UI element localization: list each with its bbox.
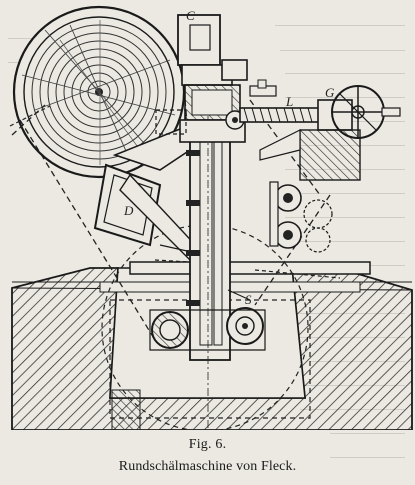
- gear-rollers: [269, 181, 333, 253]
- drawing-labels: C D G L S: [123, 8, 335, 307]
- label-wheel: C: [186, 8, 195, 23]
- technical-drawing-icon: C D G L S: [9, 5, 413, 430]
- label-frame: D: [123, 203, 134, 218]
- figure-number: Fig. 6.: [188, 437, 227, 452]
- lower-rollers: [149, 289, 266, 351]
- figure-caption: Rundschälmaschine von Fleck.: [118, 459, 297, 474]
- upper-housing: [155, 14, 248, 143]
- handwheel: [331, 85, 401, 139]
- label-top: G: [325, 85, 335, 100]
- label-pivot: S: [245, 292, 252, 307]
- log-wheel: [12, 5, 186, 179]
- guide-dashes: [9, 105, 341, 279]
- screw-shaft: [239, 79, 361, 181]
- vertical-column: [186, 100, 231, 430]
- label-lever: L: [285, 94, 293, 109]
